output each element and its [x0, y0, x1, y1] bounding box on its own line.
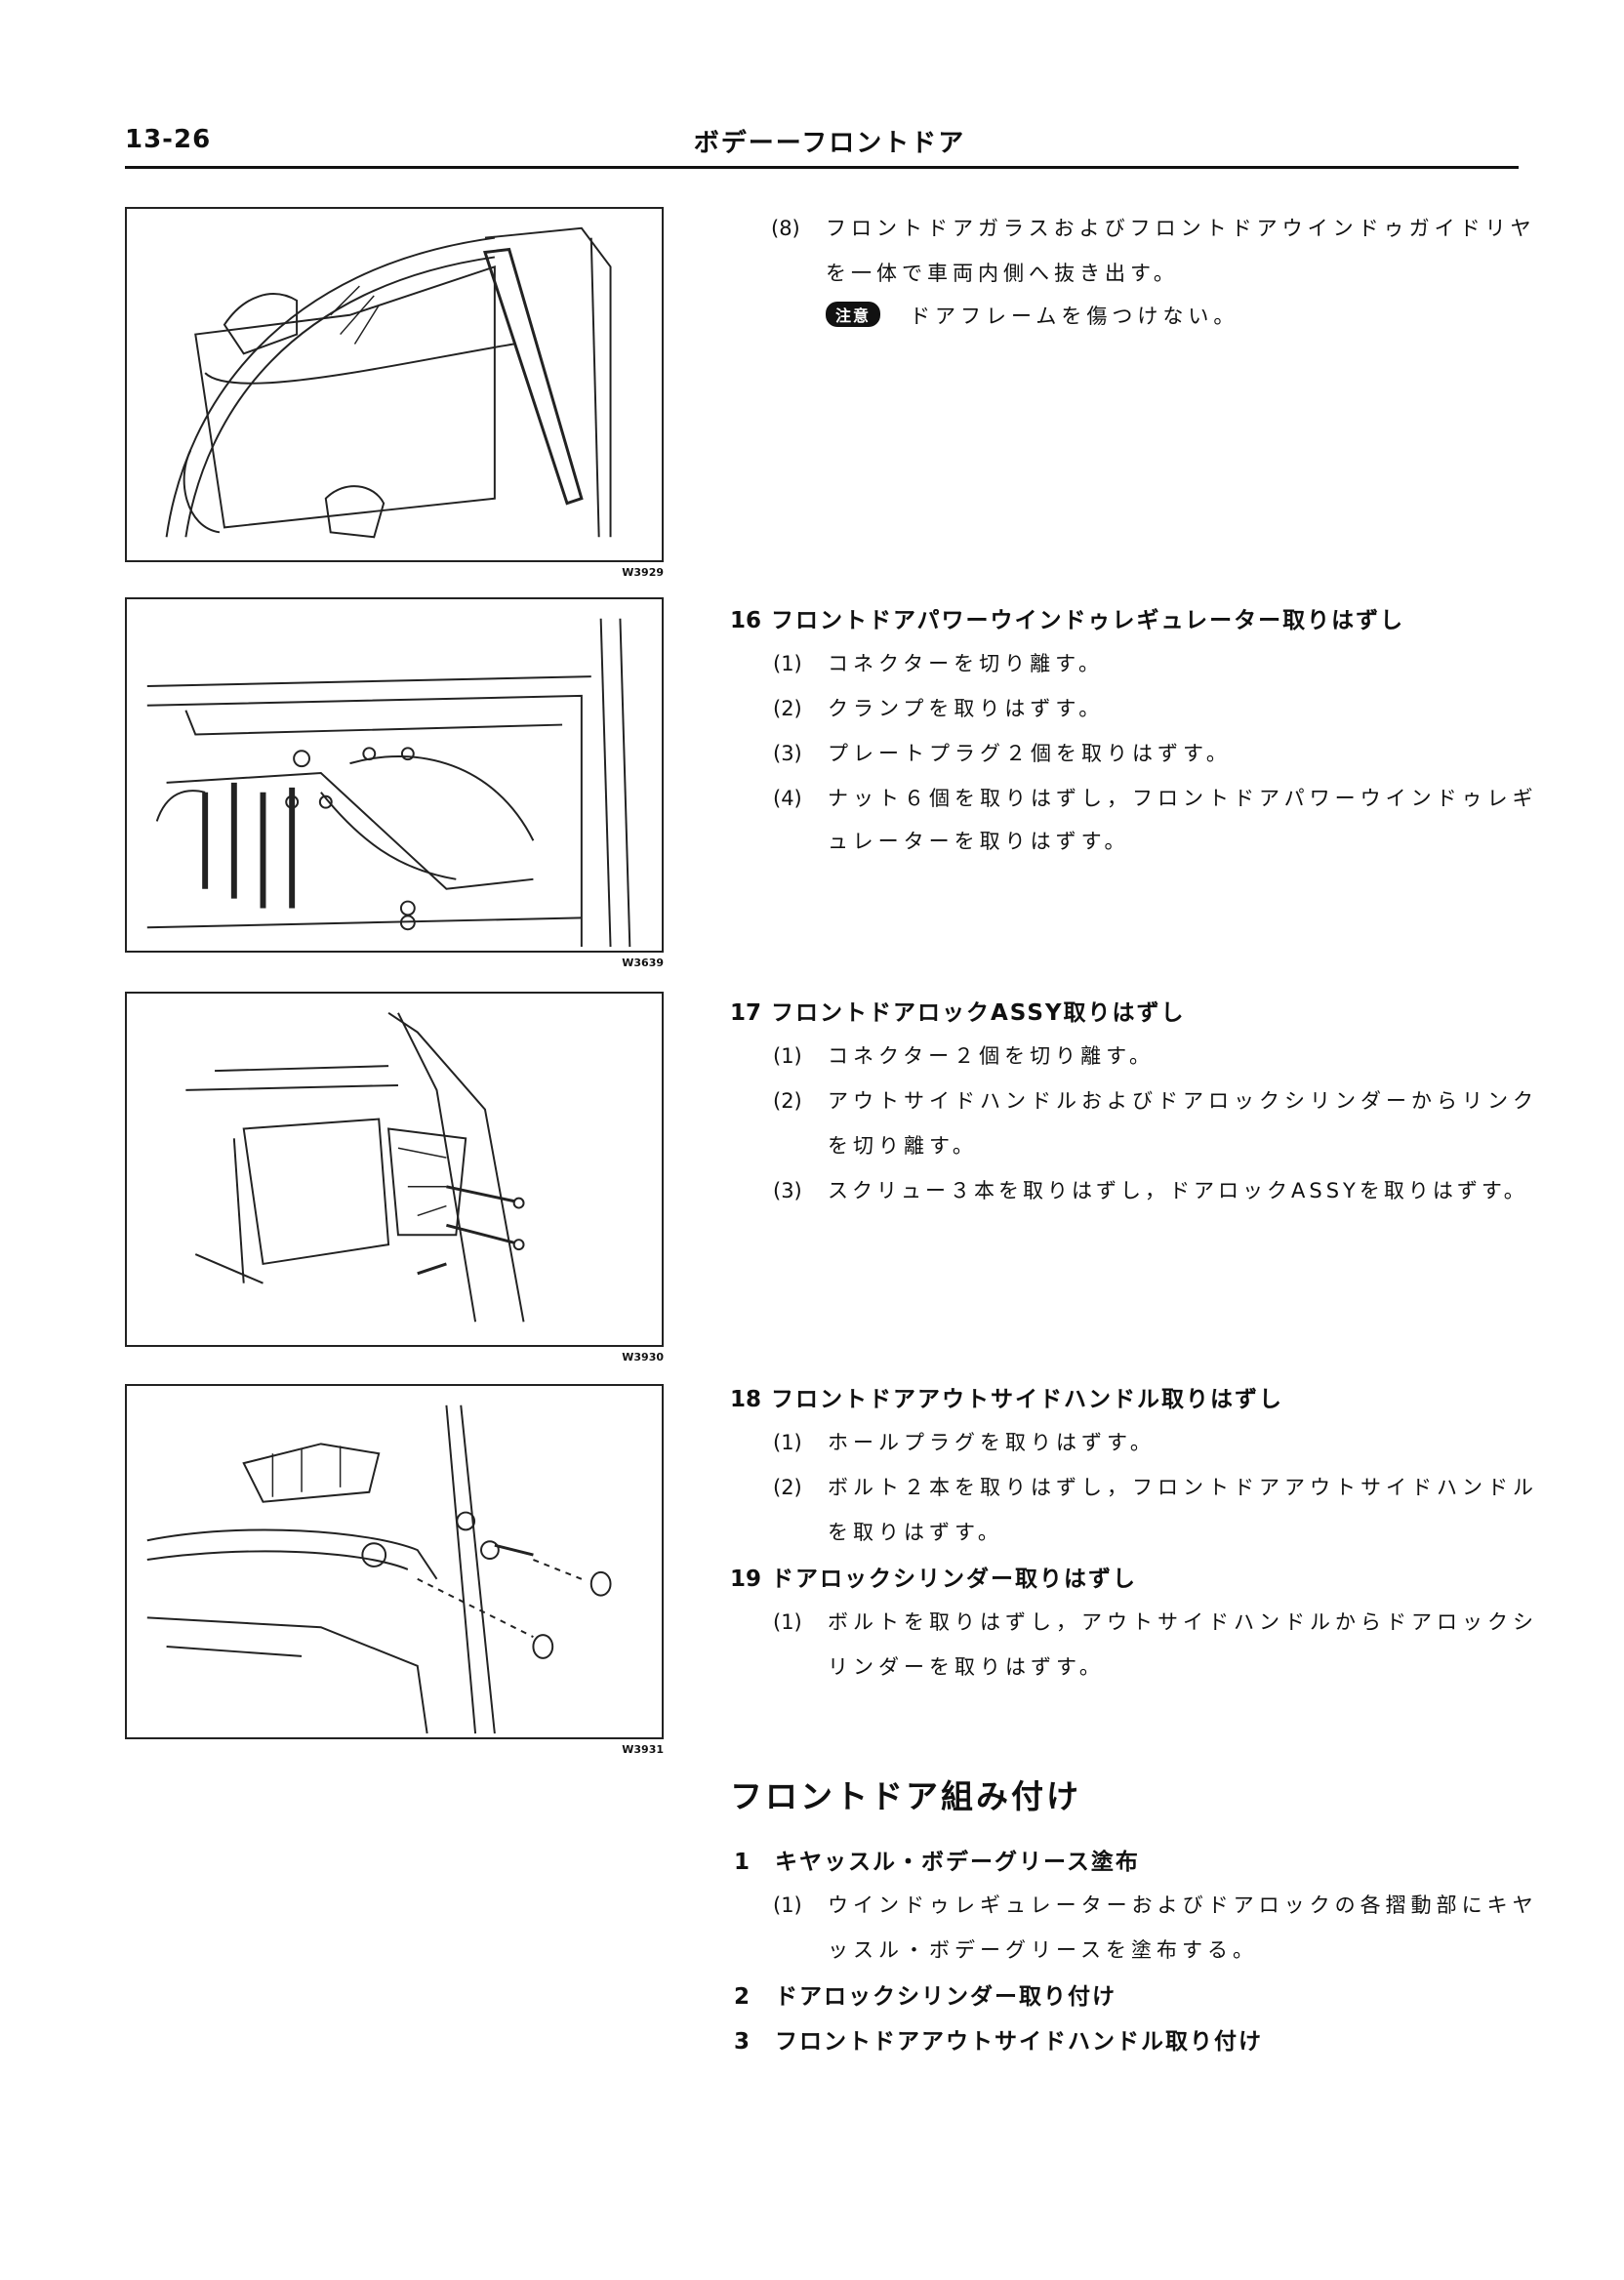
step16-title: フロントドアパワーウインドゥレギュレーター取りはずし: [771, 608, 1405, 633]
section-title-assembly: フロントドア組み付け: [730, 1777, 1081, 1815]
step19-num: 19: [730, 1567, 762, 1592]
step17-heading: 17 フロントドアロックASSY取りはずし: [730, 994, 1186, 1027]
outside-handle-illustration: [146, 1405, 612, 1734]
header-rule: [125, 166, 1519, 169]
assembly-step1-sub1: (1)ウインドゥレギュレーターおよびドアロックの各摺動部にキヤ: [773, 1893, 1538, 1917]
figure-regulator: [125, 597, 664, 953]
step16-heading: 16 フロントドアパワーウインドゥレギュレーター取りはずし: [730, 601, 1404, 634]
step17-title: フロントドアロックASSY取りはずし: [771, 1000, 1186, 1026]
figure-code-2: W3639: [622, 957, 664, 969]
figure-glass-removal: [125, 207, 664, 562]
step8-caution: 注意 ドアフレームを傷つけない。: [826, 301, 1238, 330]
step18-sub2-cont: を取りはずす。: [828, 1521, 1003, 1544]
step17-sub1: (1)コネクター２個を切り離す。: [773, 1044, 1156, 1068]
step16-sub4: (4)ナット６個を取りはずし，フロントドアパワーウインドゥレギ: [773, 787, 1538, 810]
running-head: ボデーーフロントドア: [693, 129, 966, 158]
step19-title: ドアロックシリンダー取りはずし: [771, 1567, 1137, 1592]
step17-num: 17: [730, 1000, 762, 1026]
step16-num: 16: [730, 608, 762, 633]
step16-sub4-cont: ュレーターを取りはずす。: [828, 830, 1130, 853]
step18-heading: 18 フロントドアアウトサイドハンドル取りはずし: [730, 1380, 1283, 1413]
figure-code-1: W3929: [622, 566, 664, 579]
step19-sub1-cont: リンダーを取りはずす。: [828, 1655, 1105, 1679]
figure-door-lock: [125, 992, 664, 1347]
caution-text: ドアフレームを傷つけない。: [910, 305, 1239, 328]
caution-badge: 注意: [826, 302, 881, 327]
figure-code-3: W3930: [622, 1351, 664, 1364]
step19-heading: 19 ドアロックシリンダー取りはずし: [730, 1560, 1137, 1593]
step16-sub3: (3)プレートプラグ２個を取りはずす。: [773, 742, 1232, 765]
glass-removal-illustration: [165, 226, 612, 539]
step18-sub1: (1)ホールプラグを取りはずす。: [773, 1431, 1156, 1454]
step17-sub3: (3)スクリュー３本を取りはずし，ドアロックASSYを取りはずす。: [773, 1179, 1528, 1202]
step18-num: 18: [730, 1387, 762, 1412]
regulator-illustration: [146, 618, 631, 948]
step18-title: フロントドアアウトサイドハンドル取りはずし: [771, 1387, 1283, 1412]
figure-outside-handle: [125, 1384, 664, 1739]
step8-line1: (8) フロントドアガラスおよびフロントドアウインドゥガイドリヤ: [771, 213, 1536, 242]
page-number: 13-26: [125, 125, 212, 154]
step16-sub1: (1)コネクターを切り離す。: [773, 652, 1105, 675]
step8-num: (8): [771, 217, 800, 240]
assembly-step1-sub1-cont: ッスル・ボデーグリースを塗布する。: [828, 1938, 1258, 1962]
step17-sub2-cont: を切り離す。: [828, 1134, 978, 1158]
step8-line2: を一体で車両内側へ抜き出す。: [826, 262, 1179, 285]
step17-sub2: (2)アウトサイドハンドルおよびドアロックシリンダーからリンク: [773, 1089, 1538, 1113]
step16-sub2: (2)クランプを取りはずす。: [773, 697, 1105, 720]
figure-code-4: W3931: [622, 1743, 664, 1756]
door-lock-illustration: [185, 1011, 525, 1323]
step19-sub1: (1)ボルトを取りはずし，アウトサイドハンドルからドアロックシ: [773, 1610, 1538, 1634]
step18-sub2: (2)ボルト２本を取りはずし，フロントドアアウトサイドハンドル: [773, 1476, 1538, 1499]
step8-text: フロントドアガラスおよびフロントドアウインドゥガイドリヤ: [826, 217, 1536, 240]
